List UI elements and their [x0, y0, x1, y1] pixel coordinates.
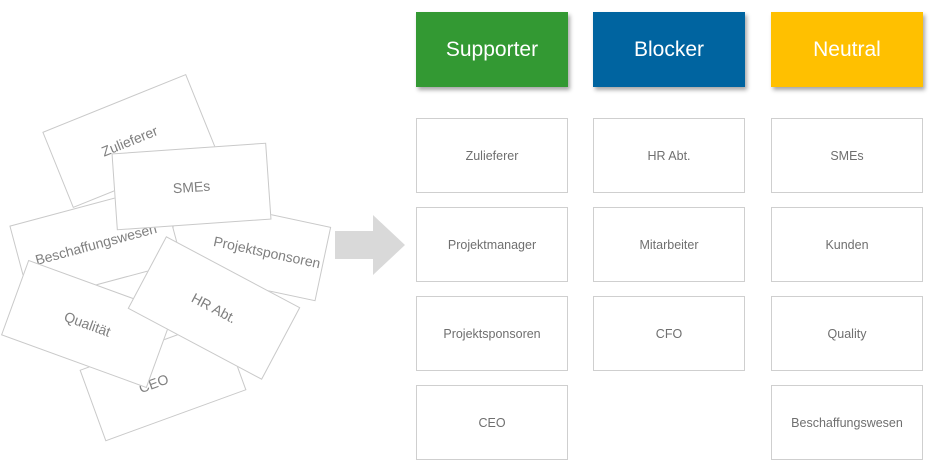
blocker-cell-1: HR Abt. — [593, 118, 745, 193]
cell-label: Quality — [827, 326, 867, 341]
cell-label: Projektsponsoren — [443, 326, 541, 341]
cell-label: Kunden — [825, 237, 869, 252]
arrow-shape — [335, 215, 405, 275]
supporter-cell-1: Zulieferer — [416, 118, 568, 193]
blocker-header: Blocker — [593, 12, 745, 87]
cell-label: Mitarbeiter — [639, 237, 699, 252]
neutral-title: Neutral — [813, 37, 881, 61]
neutral-header: Neutral — [771, 12, 923, 87]
scattered-card-label: HR Abt. — [188, 289, 240, 327]
blocker-cell-3: CFO — [593, 296, 745, 371]
supporter-cell-3: Projektsponsoren — [416, 296, 568, 371]
cell-label: SMEs — [830, 148, 864, 163]
blocker-title: Blocker — [633, 37, 705, 61]
supporter-title: Supporter — [445, 37, 539, 61]
right-arrow-icon — [335, 215, 405, 275]
scattered-card-label: Projektsponsoren — [212, 233, 323, 272]
neutral-cell-3: Quality — [771, 296, 923, 371]
scattered-card-label: SMEs — [172, 177, 211, 196]
cell-label: Projektmanager — [447, 237, 537, 252]
neutral-cell-1: SMEs — [771, 118, 923, 193]
cell-label: HR Abt. — [647, 148, 691, 163]
neutral-cell-4: Beschaffungswesen — [771, 385, 923, 460]
cell-label: CFO — [655, 326, 683, 341]
cell-label: Zulieferer — [465, 148, 519, 163]
supporter-header: Supporter — [416, 12, 568, 87]
scattered-card-label: Qualität — [62, 308, 113, 340]
cell-label: CEO — [478, 415, 506, 430]
supporter-cell-4: CEO — [416, 385, 568, 460]
cell-label: Beschaffungswesen — [791, 415, 903, 430]
supporter-cell-2: Projektmanager — [416, 207, 568, 282]
neutral-cell-2: Kunden — [771, 207, 923, 282]
scattered-card-smes: SMEs — [111, 142, 272, 231]
blocker-cell-2: Mitarbeiter — [593, 207, 745, 282]
